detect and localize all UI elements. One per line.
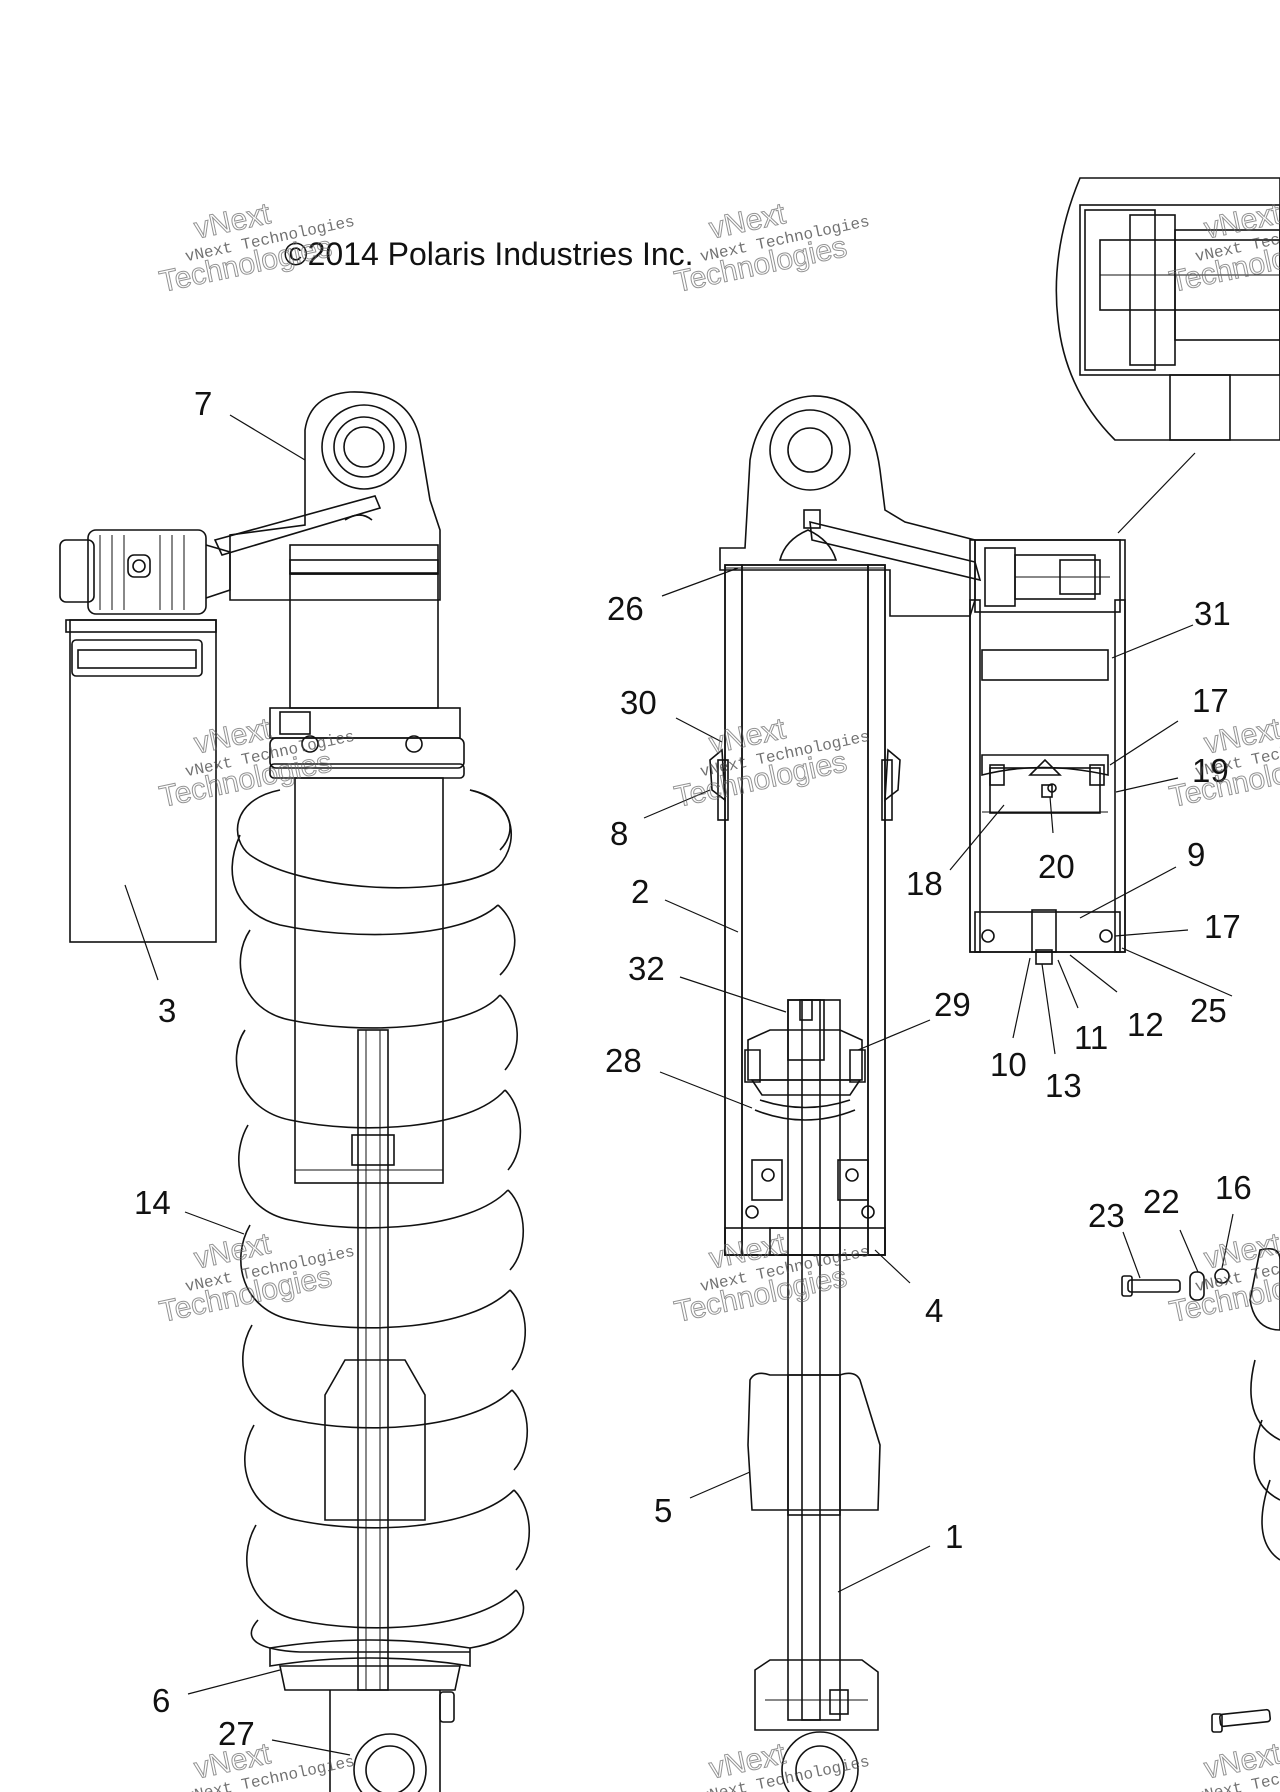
callout-31: 31 <box>1194 595 1231 632</box>
watermarks: vNext vNext Technologies Technologies vN… <box>156 197 1280 1792</box>
callout-26: 26 <box>607 590 644 627</box>
callout-4: 4 <box>925 1292 943 1329</box>
detail-circle <box>1055 177 1280 534</box>
callout-22: 22 <box>1143 1183 1180 1220</box>
callout-27: 27 <box>218 1715 255 1752</box>
callout-12: 12 <box>1127 1006 1164 1043</box>
callout-10: 10 <box>990 1046 1027 1083</box>
callout-6: 6 <box>152 1682 170 1719</box>
small-parts <box>1121 1247 1280 1733</box>
callout-20: 20 <box>1038 848 1075 885</box>
callout-labels: 7 3 14 6 27 26 30 8 2 32 28 29 4 5 1 31 … <box>134 385 1252 1752</box>
callout-5: 5 <box>654 1492 672 1529</box>
callout-30: 30 <box>620 684 657 721</box>
callout-9: 9 <box>1187 836 1205 873</box>
reservoir-section <box>969 539 1126 965</box>
callout-13: 13 <box>1045 1067 1082 1104</box>
callout-18: 18 <box>906 865 943 902</box>
leader-lines <box>124 414 1234 1756</box>
copyright-notice: ©2014 Polaris Industries Inc. <box>284 236 694 272</box>
callout-32: 32 <box>628 950 665 987</box>
callout-8: 8 <box>610 815 628 852</box>
callout-3: 3 <box>158 992 176 1029</box>
callout-17-lower: 17 <box>1204 908 1241 945</box>
piston-assembly <box>744 999 875 1219</box>
callout-23: 23 <box>1088 1197 1125 1234</box>
callout-19: 19 <box>1192 752 1229 789</box>
coil-spring <box>231 789 531 1653</box>
assembled-shock <box>59 391 531 1792</box>
callout-11: 11 <box>1074 1019 1108 1056</box>
callout-1: 1 <box>945 1518 963 1555</box>
callout-28: 28 <box>605 1042 642 1079</box>
callout-25: 25 <box>1190 992 1227 1029</box>
callout-2: 2 <box>631 873 649 910</box>
callout-29: 29 <box>934 986 971 1023</box>
callout-7: 7 <box>194 385 212 422</box>
callout-16: 16 <box>1215 1169 1252 1206</box>
callout-14: 14 <box>134 1184 171 1221</box>
callout-17-upper: 17 <box>1192 682 1229 719</box>
shock-section-view <box>709 395 982 1792</box>
